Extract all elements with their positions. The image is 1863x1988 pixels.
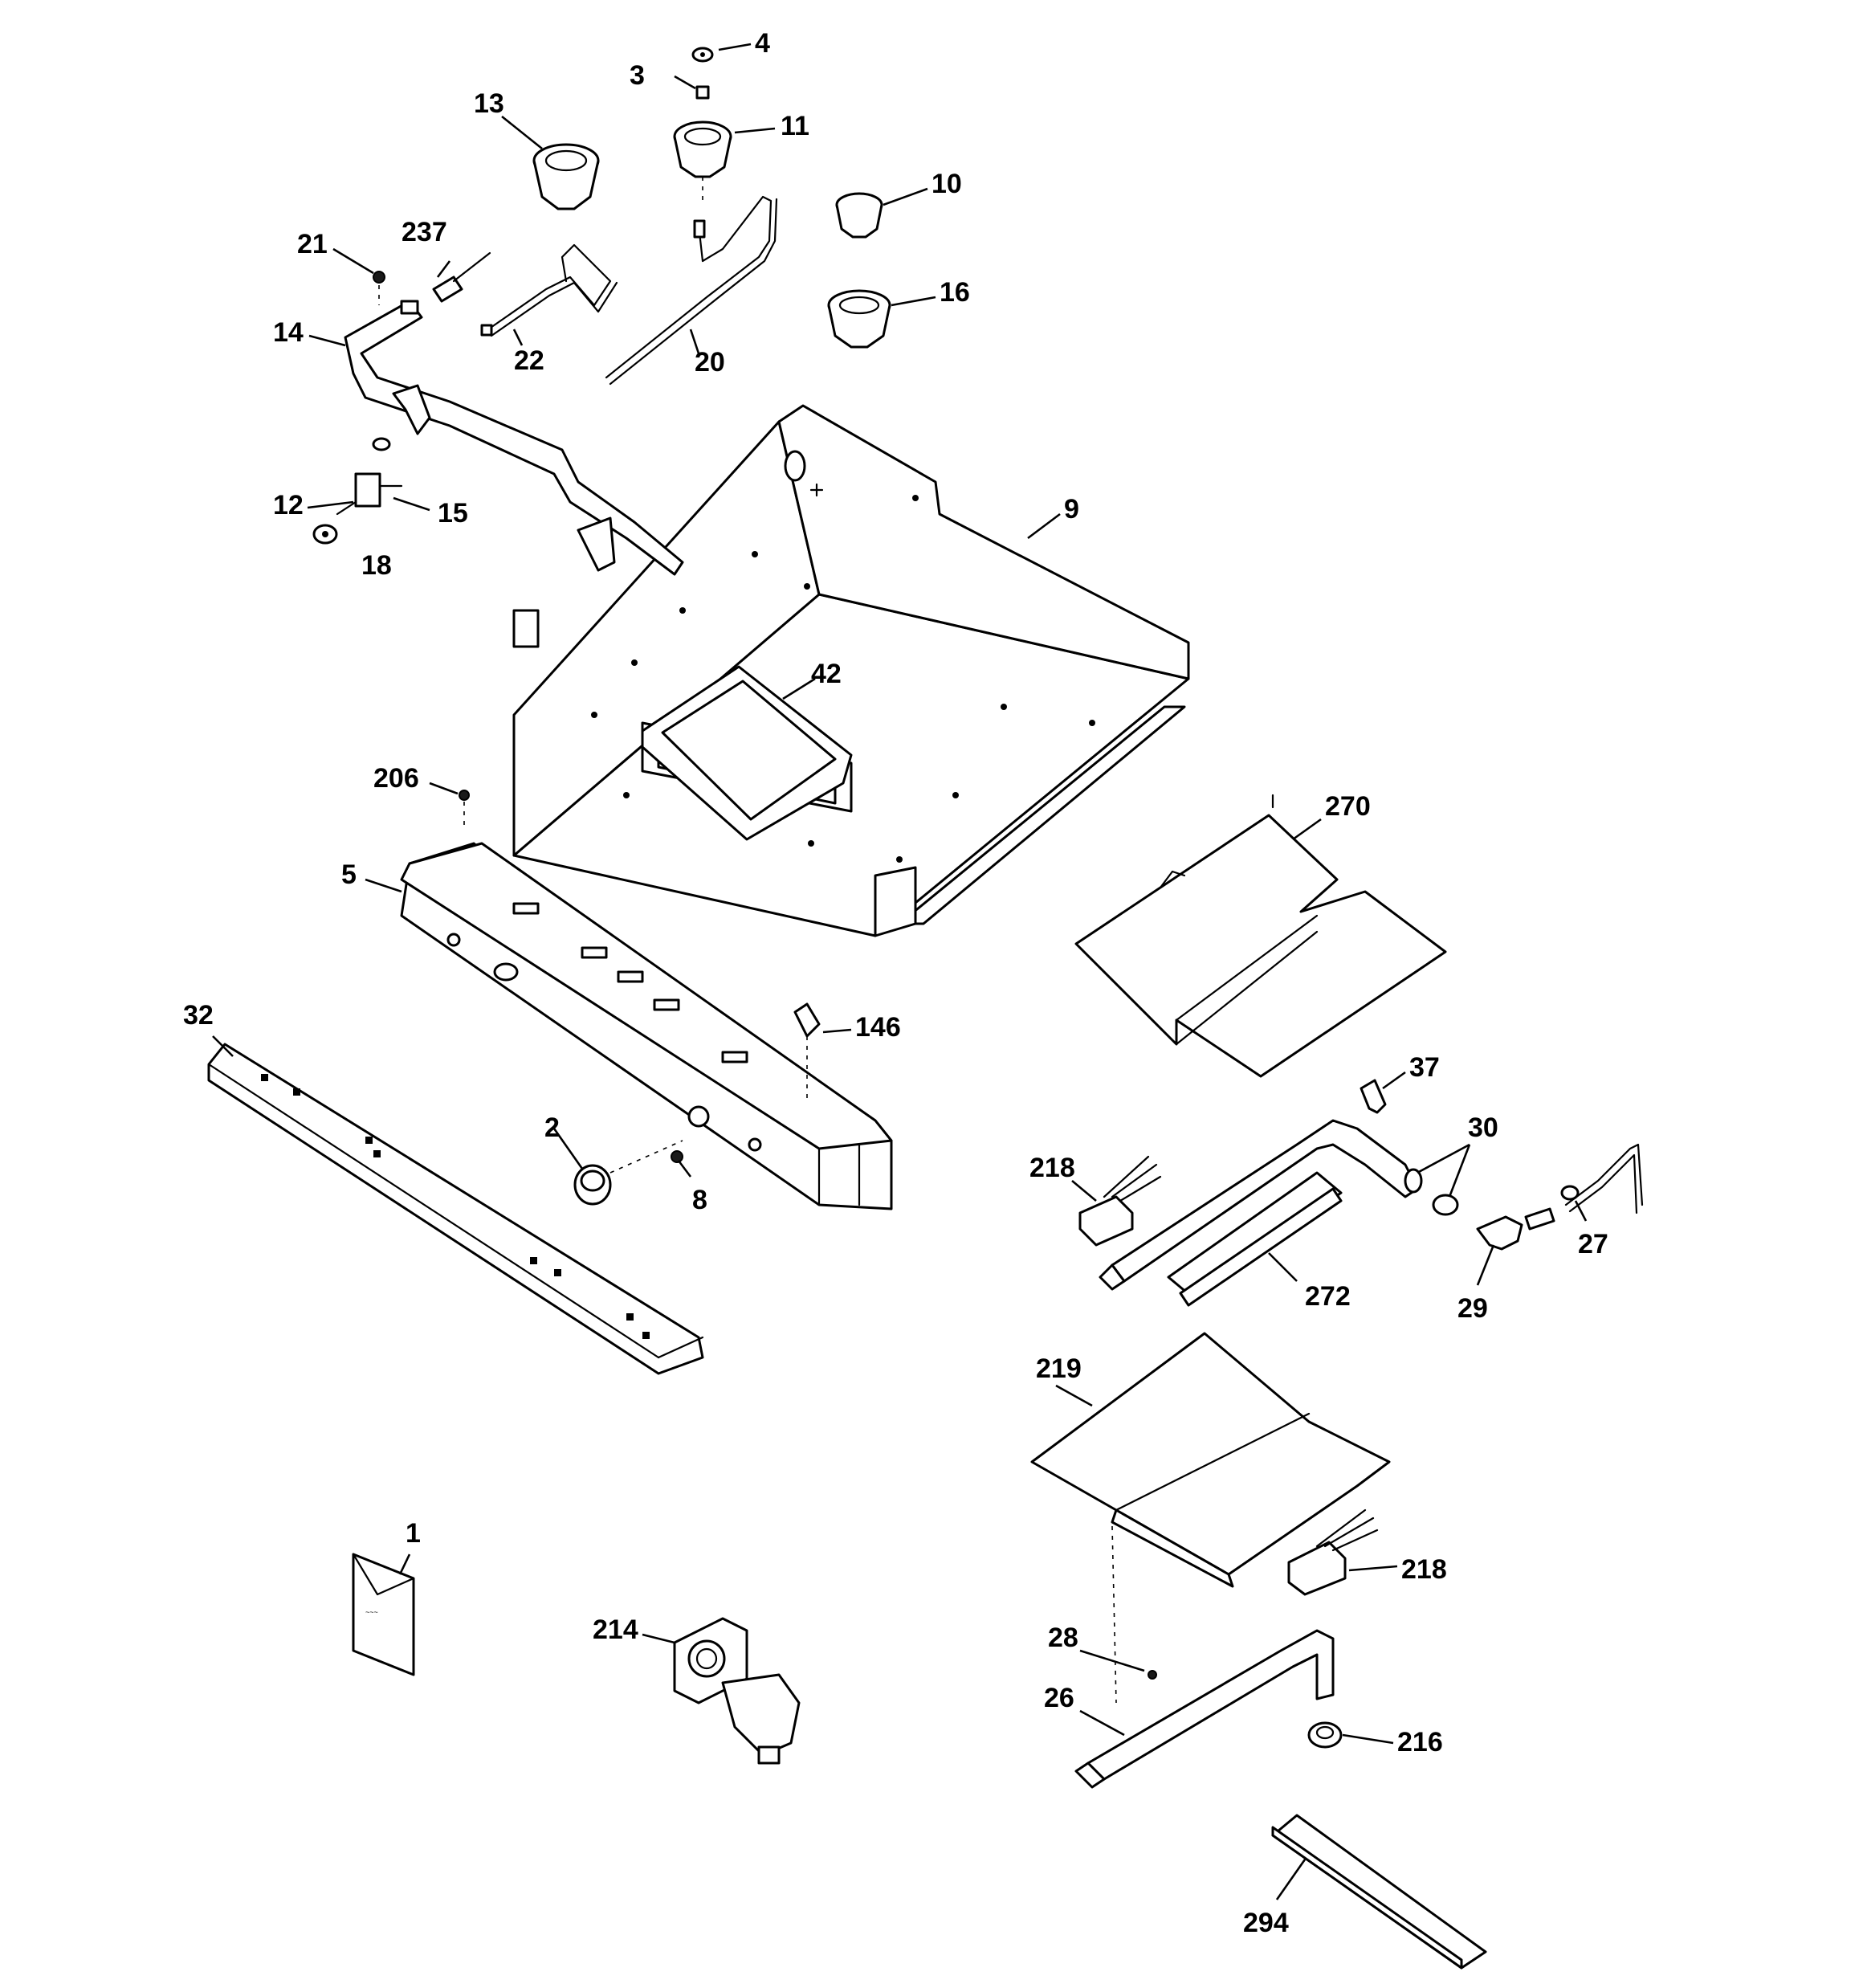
- part-237-fitting: [432, 251, 491, 303]
- callout-219: 219: [1036, 1353, 1082, 1384]
- part-32-trim-strip: [207, 1043, 704, 1375]
- part-218-igniter-lower: [1287, 1508, 1379, 1596]
- envelope-text-icon: ~~~: [365, 1608, 378, 1616]
- callout-294: 294: [1243, 1908, 1289, 1938]
- part-3-screw: [695, 85, 710, 100]
- part-294-bracket: [1271, 1814, 1487, 1970]
- part-28-screw: [1148, 1670, 1157, 1680]
- callout-4: 4: [755, 28, 770, 59]
- part-26-bake-burner: [1074, 1525, 1335, 1789]
- callout-21: 21: [297, 229, 328, 259]
- callout-218-upper: 218: [1029, 1153, 1075, 1183]
- part-14-manifold-pipe: [344, 300, 684, 576]
- part-270-shield: [1074, 794, 1447, 1078]
- part-21-nut: [373, 271, 385, 305]
- part-9-burner-box: [512, 404, 1190, 937]
- part-1-literature: ~~~: [352, 1553, 415, 1676]
- part-206-screw: [459, 790, 470, 827]
- callout-37: 37: [1409, 1052, 1440, 1083]
- callout-270: 270: [1325, 791, 1371, 822]
- callout-5: 5: [341, 859, 357, 890]
- callout-18: 18: [361, 550, 392, 581]
- part-30-oven-burner: [1099, 1119, 1459, 1291]
- callout-30: 30: [1468, 1112, 1498, 1143]
- part-27-tube: [1560, 1143, 1644, 1214]
- callout-15: 15: [438, 498, 468, 529]
- part-8-screw: [671, 1150, 683, 1163]
- callout-labels: 4 3 11 13 10 16 21 237 14 22 20 12 15 18…: [183, 28, 1608, 1938]
- part-5-manifold-panel: [400, 842, 893, 1210]
- part-29-elbow: [1476, 1207, 1555, 1251]
- callout-237: 237: [402, 217, 447, 247]
- part-272-spreader: [1167, 1171, 1343, 1307]
- callout-12: 12: [273, 490, 304, 520]
- callout-8: 8: [692, 1185, 707, 1215]
- part-2-knob: [573, 1140, 683, 1206]
- part-146-switch: [793, 1002, 821, 1100]
- callout-16: 16: [940, 277, 970, 308]
- callout-22: 22: [514, 345, 544, 376]
- part-214-thermostat: [673, 1617, 801, 1765]
- callout-42: 42: [811, 659, 842, 689]
- part-219-shield: [1030, 1332, 1391, 1588]
- callout-2: 2: [544, 1112, 560, 1143]
- callout-1: 1: [406, 1518, 421, 1549]
- callout-214: 214: [593, 1614, 638, 1645]
- part-18-nut: [312, 524, 338, 545]
- part-10-burner-head: [835, 192, 883, 239]
- part-13-burner-head: [532, 143, 600, 210]
- callout-20: 20: [695, 347, 725, 378]
- callout-218-lower: 218: [1401, 1554, 1447, 1585]
- callout-9: 9: [1064, 494, 1079, 525]
- callout-28: 28: [1048, 1623, 1078, 1653]
- callout-146: 146: [855, 1012, 901, 1043]
- callout-14: 14: [273, 317, 304, 348]
- callout-27: 27: [1578, 1229, 1608, 1259]
- part-11-burner-head: [673, 120, 732, 201]
- callout-13: 13: [474, 88, 504, 119]
- part-16-burner-head: [827, 289, 891, 349]
- part-22-gas-tube: [480, 243, 618, 337]
- callout-272: 272: [1305, 1281, 1351, 1312]
- part-20-gas-tube: [605, 195, 778, 386]
- part-12-15-valve: [336, 437, 403, 516]
- callout-206: 206: [373, 763, 419, 794]
- callout-216: 216: [1397, 1727, 1443, 1757]
- part-37-bracket: [1360, 1079, 1387, 1114]
- leader-lines: [212, 43, 1588, 1900]
- callout-3: 3: [630, 60, 645, 91]
- part-42-access-cover: [641, 665, 853, 841]
- callout-32: 32: [183, 1000, 214, 1031]
- callout-10: 10: [932, 169, 962, 199]
- part-218-igniter-upper: [1078, 1155, 1162, 1247]
- callout-11: 11: [781, 111, 809, 141]
- part-216-nut: [1307, 1721, 1343, 1749]
- part-4-nut: [691, 47, 714, 63]
- callout-26: 26: [1044, 1683, 1074, 1713]
- callout-29: 29: [1457, 1293, 1488, 1324]
